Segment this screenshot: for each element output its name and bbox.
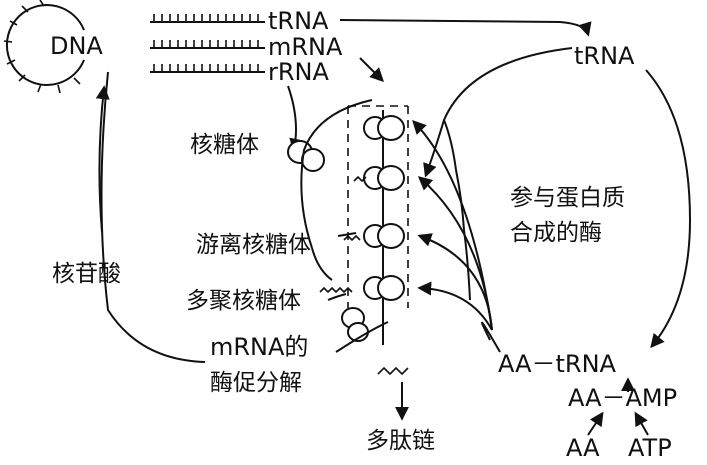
- enzyme-arrows: [412, 119, 493, 331]
- trna-to-trna-arrow: [339, 19, 592, 37]
- free-ribosome-pointer: [337, 232, 357, 237]
- mrna-top-label: mRNA: [268, 33, 343, 61]
- degrade-to-mrna-arc: [335, 321, 389, 353]
- mrna-strand: [150, 40, 265, 49]
- aa-trna-label: AA－tRNA: [498, 350, 617, 378]
- polypeptide-label: 多肽链: [366, 428, 435, 454]
- released-ribosome: [341, 307, 369, 342]
- polysome-ribosome-4: [319, 275, 405, 301]
- lower-cycle-arc: [311, 247, 333, 281]
- atp-label: ATP: [628, 434, 672, 462]
- aa-to-aa-amp-arrow: [587, 411, 604, 436]
- polysome-ribosome-1: [363, 115, 405, 141]
- polypeptide-zigzag: [377, 366, 409, 376]
- ribosome-label: 核糖体: [190, 132, 259, 158]
- nucleotide-label: 核苷酸: [52, 261, 121, 287]
- dna-circle: [3, 0, 85, 94]
- polyribosome-pointer: [327, 293, 347, 301]
- ribosome-cycle-arc: [300, 99, 373, 249]
- trna-to-polysome-arc: [423, 47, 573, 178]
- mrna-to-polysome-arrow: [359, 57, 384, 82]
- aa-label: AA: [566, 434, 600, 462]
- polysome-dashed-box: [347, 105, 409, 308]
- rrna-strand: [150, 64, 265, 73]
- rrna-to-ribosome-arrow: [287, 85, 304, 153]
- mrna-degrade-label-2: 酶促分解: [210, 370, 302, 396]
- polysome-ribosome-2: [353, 165, 405, 191]
- trna-top-label: tRNA: [268, 7, 329, 35]
- rrna-top-label: rRNA: [268, 58, 329, 86]
- trna-to-aa-trna-arrow: [645, 69, 692, 349]
- aa-amp-label: AA－AMP: [568, 384, 677, 412]
- aa-trna-to-enzyme-arc: [481, 321, 501, 353]
- polyribosome-label: 多聚核糖体: [186, 288, 301, 314]
- polysome-ribosome-3: [343, 223, 405, 249]
- enzyme-label-1: 参与蛋白质: [510, 185, 625, 211]
- nucleotide-to-dna-arrow: [95, 85, 110, 233]
- atp-to-aa-amp-arrow: [634, 411, 649, 436]
- free-ribosome-label: 游离核糖体: [196, 232, 311, 258]
- mrna-degrade-label-1: mRNA的: [210, 333, 308, 361]
- dna-label: DNA: [50, 32, 103, 60]
- trna-strand: [150, 14, 265, 23]
- enzyme-label-2: 合成的酶: [510, 220, 602, 246]
- dna-nucleotide-arc: [100, 71, 206, 363]
- trna-right-label: tRNA: [574, 42, 635, 70]
